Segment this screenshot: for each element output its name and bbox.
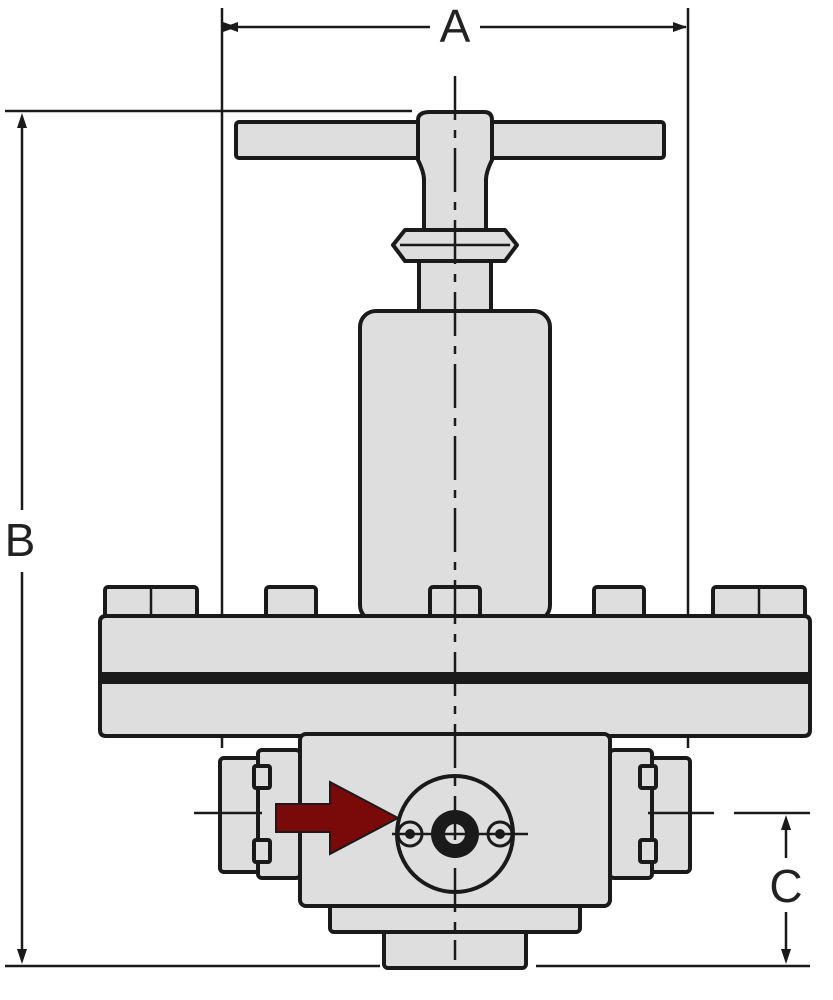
dimension-b-arrowhead-top [17, 113, 27, 128]
dimension-a-label: A [440, 0, 471, 52]
inlet-nut-flat [252, 838, 272, 864]
outlet-fitting [608, 748, 692, 880]
outlet-nut-flat [638, 764, 658, 790]
dimension-c-label: C [769, 860, 802, 912]
dimension-b-label: B [5, 514, 36, 566]
dimension-c: C [536, 811, 810, 968]
dimension-c-arrowhead-bottom [781, 949, 791, 964]
inlet-nut-flat [252, 764, 272, 790]
outlet-nut-flat [638, 838, 658, 864]
dimension-c-arrowhead-top [781, 815, 791, 830]
flow-arrow-icon [275, 780, 401, 856]
t-handle [234, 110, 666, 317]
dimension-a-arrowhead-left [224, 22, 238, 32]
dimension-b-arrowhead-bottom [17, 949, 27, 964]
dimension-b: B [5, 109, 412, 968]
flange-bolts [103, 585, 807, 621]
